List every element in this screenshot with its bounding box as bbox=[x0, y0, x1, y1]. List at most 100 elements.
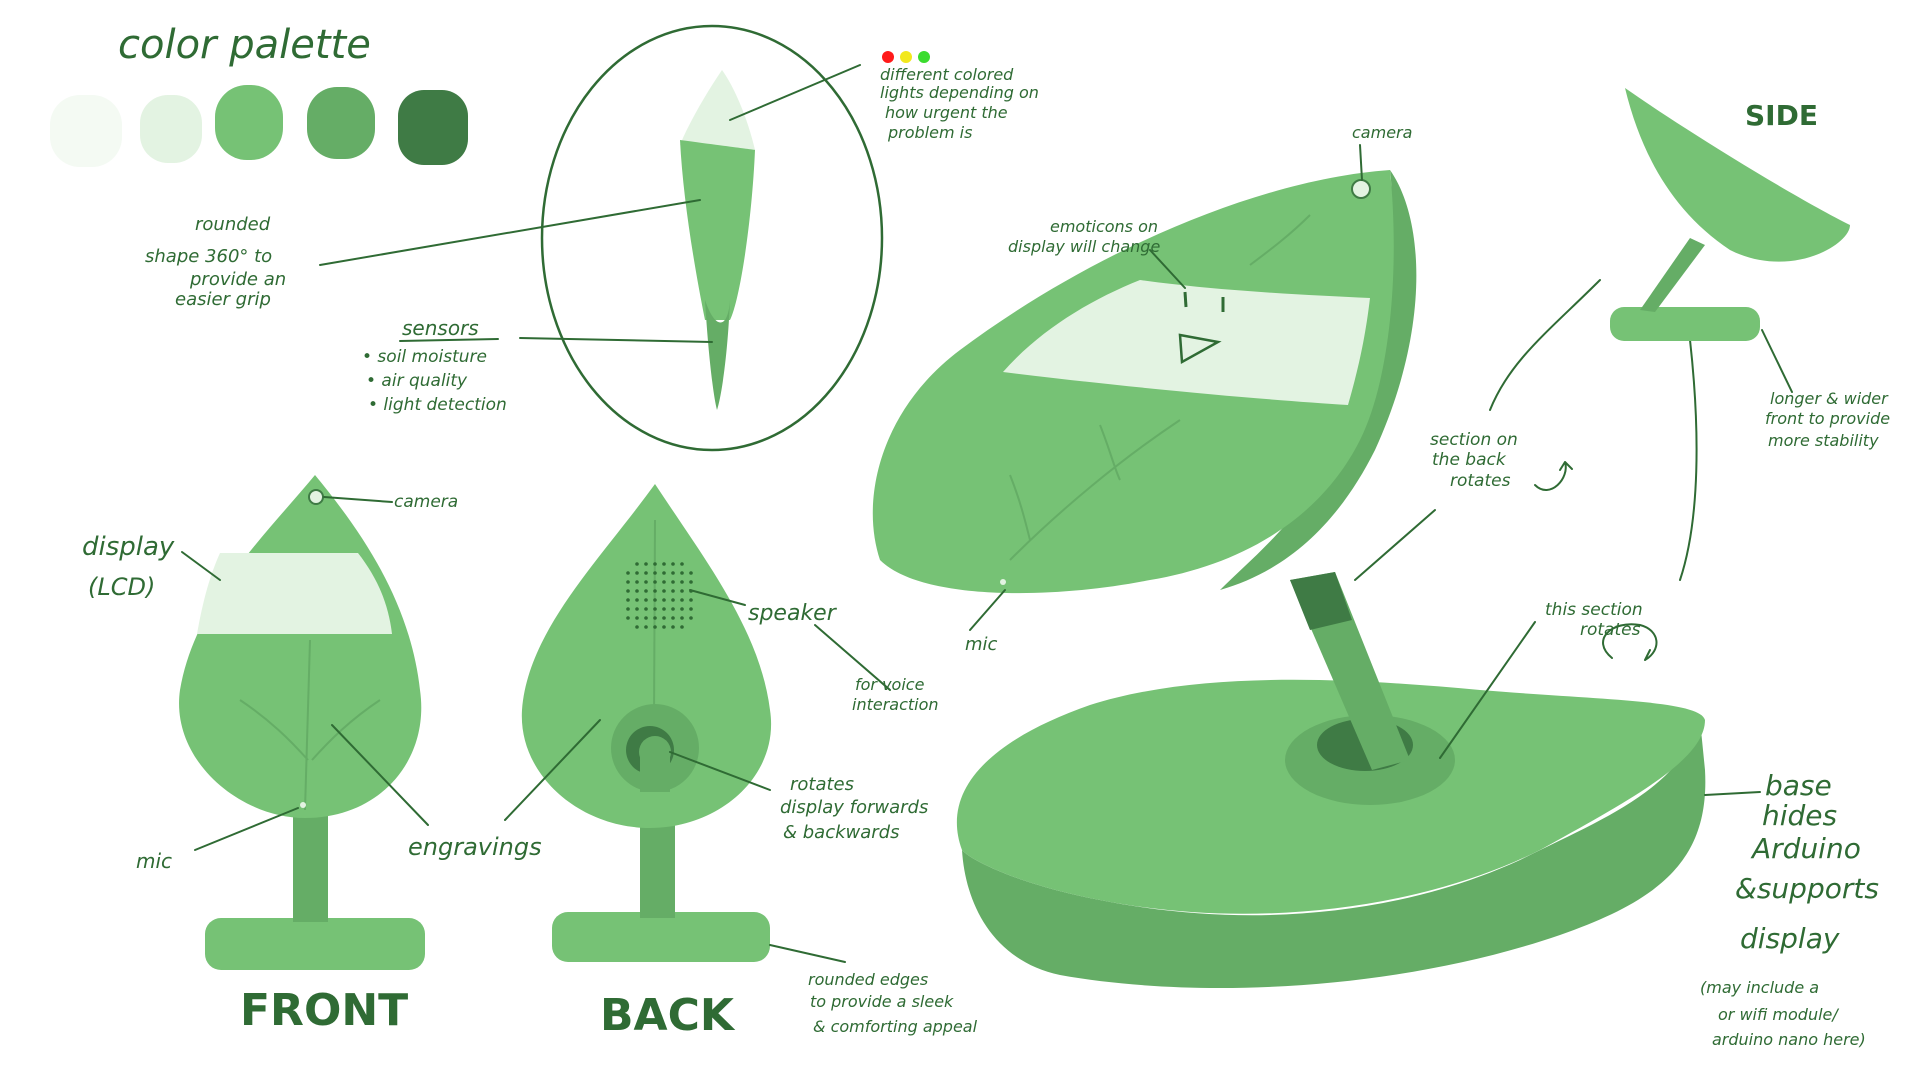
speaker-hole bbox=[644, 571, 648, 575]
speaker-hole bbox=[644, 607, 648, 611]
speaker-hole bbox=[680, 589, 684, 593]
speaker-hole bbox=[671, 580, 675, 584]
speaker-hole bbox=[644, 580, 648, 584]
sensors-underline bbox=[399, 338, 499, 342]
speaker-hole bbox=[653, 625, 657, 629]
voice-label-1: for voice bbox=[855, 675, 925, 694]
front-camera-leader bbox=[323, 496, 393, 503]
section-back-rotate-arrow bbox=[1534, 461, 1573, 491]
speaker-hole bbox=[671, 571, 675, 575]
speaker-hole bbox=[635, 580, 639, 584]
rounded-edges-leader bbox=[769, 944, 846, 963]
sensors-note: sensors • soil moisture • air quality • … bbox=[362, 316, 507, 415]
speaker-hole bbox=[689, 580, 693, 584]
base-hides-line-2: hides bbox=[1762, 799, 1837, 832]
speaker-hole bbox=[653, 562, 657, 566]
side-base bbox=[1610, 307, 1760, 341]
speaker-hole bbox=[635, 571, 639, 575]
speaker-hole bbox=[635, 607, 639, 611]
lights-note-line-4: problem is bbox=[887, 123, 972, 142]
front-stem bbox=[293, 800, 328, 922]
grip-note: rounded shape 360° to provide an easier … bbox=[145, 214, 286, 310]
speaker-hole bbox=[653, 580, 657, 584]
speaker-hole bbox=[662, 589, 666, 593]
emoticons-label-2: display will change bbox=[1008, 237, 1160, 256]
speaker-hole bbox=[662, 616, 666, 620]
grip-leader bbox=[319, 199, 701, 266]
base-note-line-3: arduino nano here) bbox=[1712, 1030, 1866, 1049]
rotates-display-label-3: & backwards bbox=[783, 822, 900, 843]
front-display bbox=[197, 553, 392, 634]
lights-note-line-3: how urgent the bbox=[885, 103, 1008, 122]
speaker-hole bbox=[635, 589, 639, 593]
speaker-hole bbox=[644, 616, 648, 620]
front-mic-leader bbox=[194, 807, 299, 851]
front-title: FRONT bbox=[240, 985, 408, 1036]
emoticon-face bbox=[1178, 291, 1225, 365]
color-palette: color palette bbox=[50, 22, 468, 167]
rounded-edges-label-3: & comforting appeal bbox=[813, 1017, 978, 1036]
lights-note-line-2: lights depending on bbox=[880, 83, 1039, 102]
speaker-hole bbox=[635, 598, 639, 602]
this-section-label-1: this section bbox=[1545, 600, 1643, 620]
speaker-hole bbox=[671, 562, 675, 566]
speaker-hole bbox=[689, 616, 693, 620]
indicator-light-yellow bbox=[900, 51, 912, 63]
speaker-hole bbox=[680, 616, 684, 620]
front-camera-label: camera bbox=[394, 492, 458, 512]
front-display-label-2: (LCD) bbox=[88, 573, 155, 601]
voice-label-2: interaction bbox=[852, 695, 939, 714]
side-to-section-arrow bbox=[1679, 339, 1698, 581]
side-to-back-arrow bbox=[1489, 279, 1601, 411]
iso-engraving-branch-1 bbox=[1009, 474, 1031, 541]
longer-front-leader bbox=[1761, 329, 1793, 393]
back-engraving-center bbox=[653, 519, 656, 721]
back-title: BACK bbox=[600, 990, 736, 1041]
front-leaf bbox=[179, 475, 422, 818]
speaker-hole bbox=[644, 562, 648, 566]
iso-camera bbox=[1351, 179, 1371, 199]
front-camera bbox=[308, 489, 324, 505]
speaker-hole bbox=[662, 607, 666, 611]
front-base bbox=[205, 918, 425, 970]
back-leaf bbox=[521, 484, 772, 828]
base-hides-leader bbox=[1704, 791, 1761, 796]
speaker-hole bbox=[644, 598, 648, 602]
speaker-hole bbox=[653, 616, 657, 620]
base-note: base hides Arduino &supports display (ma… bbox=[1700, 769, 1879, 1049]
rounded-edges-label-2: to provide a sleek bbox=[810, 992, 954, 1011]
sensors-leader bbox=[519, 337, 713, 343]
base-hides-line-3: Arduino bbox=[1750, 832, 1861, 865]
side-view: SIDE longer & wider front to provide mor… bbox=[1610, 88, 1890, 450]
speaker-hole bbox=[635, 562, 639, 566]
speaker-hole bbox=[653, 589, 657, 593]
grip-closeup bbox=[319, 24, 930, 452]
palette-swatch-3 bbox=[215, 85, 283, 160]
speaker-hole bbox=[680, 625, 684, 629]
base-note-line-1: (may include a bbox=[1700, 978, 1819, 997]
section-back-label-2: the back bbox=[1432, 450, 1507, 470]
speaker-hole bbox=[689, 607, 693, 611]
speaker-hole bbox=[662, 598, 666, 602]
front-display-label-1: display bbox=[82, 532, 175, 562]
speaker-grille bbox=[626, 562, 693, 629]
iso-base-side bbox=[962, 720, 1706, 988]
speaker-hole bbox=[680, 607, 684, 611]
iso-mic-label: mic bbox=[965, 634, 998, 655]
palette-swatch-5 bbox=[398, 90, 468, 165]
back-view: speaker for voice interaction rotates di… bbox=[504, 484, 939, 1041]
speaker-label: speaker bbox=[748, 601, 838, 626]
speaker-leader bbox=[689, 589, 746, 606]
speaker-hole bbox=[635, 625, 639, 629]
lights-leader bbox=[729, 64, 861, 121]
grip-note-line-2: shape 360° to bbox=[145, 246, 272, 267]
rotates-display-leader bbox=[669, 751, 771, 791]
front-mic-label: mic bbox=[136, 849, 172, 873]
sensor-item-2: • air quality bbox=[366, 371, 468, 391]
rounded-edges-label-1: rounded edges bbox=[808, 970, 928, 989]
base-hides-line-1: base bbox=[1765, 769, 1832, 802]
iso-engraving-branch-2 bbox=[1099, 424, 1121, 481]
speaker-hole bbox=[644, 589, 648, 593]
grip-note-line-1: rounded bbox=[195, 214, 271, 235]
